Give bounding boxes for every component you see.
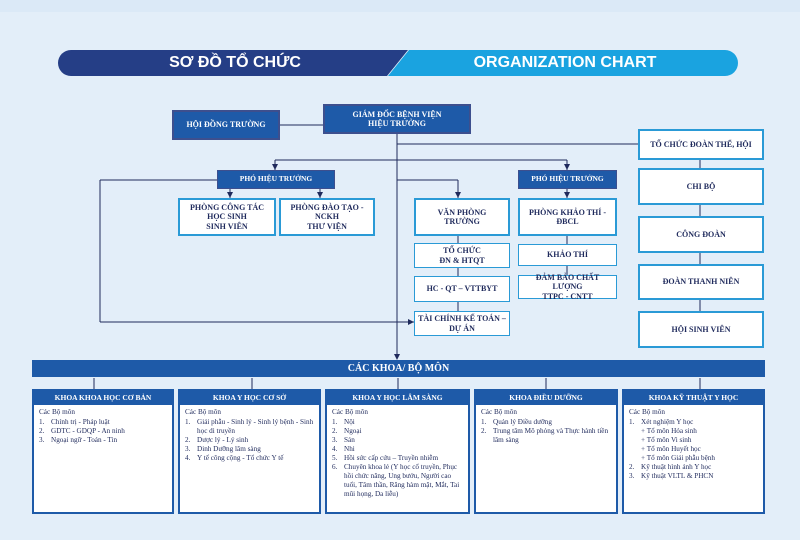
top-band — [0, 0, 800, 12]
list-item: 1.Nội — [332, 418, 355, 426]
list-item: 4.Y tế công cộng - Tổ chức Y tế — [185, 454, 284, 462]
list-item: 4.Nhi — [332, 445, 355, 453]
party-cell-box: CHI BỘ — [638, 168, 764, 205]
vice-rector-right-box: PHÓ HIỆU TRƯỞNG — [518, 170, 617, 189]
faculty-nursing: KHOA ĐIỀU DƯỠNG Các Bộ môn 1.Quản lý Điề… — [474, 389, 618, 514]
list-item: 1.Xét nghiệm Y học — [629, 418, 694, 426]
faculty-title: KHOA KHOA HỌC CƠ BẢN — [34, 391, 172, 405]
list-item: 3.Dinh Dưỡng lâm sàng — [185, 445, 261, 453]
faculty-title: KHOA KỸ THUẬT Y HỌC — [624, 391, 763, 405]
student-association-box: HỘI SINH VIÊN — [638, 311, 764, 348]
header-left-banner — [58, 50, 408, 76]
admin-box: HC - QT – VTTBYT — [414, 276, 510, 302]
list-item: 3.Kỹ thuật VLTL & PHCN — [629, 472, 714, 480]
list-item: + Tổ môn Giải phẫu bệnh — [641, 454, 715, 462]
list-item: 5.Hồi sức cấp cứu – Truyền nhiễm — [332, 454, 439, 462]
school-office-box: VĂN PHÒNG TRƯỜNG — [414, 198, 510, 236]
training-research-box: PHÒNG ĐÀO TẠO - NCKH THƯ VIỆN — [279, 198, 375, 236]
list-item: 1.Quản lý Điều dưỡng — [481, 418, 552, 426]
exam-office-box: PHÒNG KHẢO THÍ - ĐBCL — [518, 198, 617, 236]
list-item: 1.Chính trị - Pháp luật — [39, 418, 110, 426]
list-item: 1.Giải phẫu - Sinh lý - Sinh lý bệnh - S… — [185, 418, 314, 435]
list-item: 3.Ngoại ngữ - Toán - Tin — [39, 436, 118, 444]
departments-header: CÁC KHOA/ BỘ MÔN — [32, 360, 765, 377]
youth-union-box: ĐOÀN THANH NIÊN — [638, 264, 764, 300]
list-item: 2.Trung tâm Mô phỏng và Thực hành tiền l… — [481, 427, 609, 444]
title-vietnamese: SƠ ĐỒ TỔ CHỨC — [169, 54, 301, 71]
student-affairs-box: PHÒNG CÔNG TÁC HỌC SINH SINH VIÊN — [178, 198, 276, 236]
faculty-clinical-medicine: KHOA Y HỌC LÂM SÀNG Các Bộ môn 1.Nội 2.N… — [325, 389, 470, 514]
list-item: + Tổ môn Vi sinh — [641, 436, 692, 444]
unions-title-box: TỔ CHỨC ĐOÀN THỂ, HỘI — [638, 129, 764, 160]
faculty-intro: Các Bộ môn — [629, 408, 665, 416]
organization-box: TỔ CHỨC ĐN & HTQT — [414, 243, 510, 268]
faculty-intro: Các Bộ môn — [39, 408, 75, 416]
header-right-banner — [388, 50, 738, 76]
faculty-intro: Các Bộ môn — [332, 408, 368, 416]
list-item: 2.GDTC - GDQP - An ninh — [39, 427, 125, 435]
title-english: ORGANIZATION CHART — [473, 54, 657, 71]
list-item: 2.Ngoại — [332, 427, 362, 435]
faculty-intro: Các Bộ môn — [481, 408, 517, 416]
director-box: GIÁM ĐỐC BỆNH VIỆN HIỆU TRƯỞNG — [323, 104, 471, 134]
finance-box: TÀI CHÍNH KẾ TOÁN – DỰ ÁN — [414, 311, 510, 336]
list-item: 2.Dược lý - Lý sinh — [185, 436, 249, 444]
list-item: 6.Chuyên khoa lẻ (Y học cổ truyền, Phục … — [332, 463, 460, 498]
list-item: 3.Sản — [332, 436, 355, 444]
faculty-basic-sciences: KHOA KHOA HỌC CƠ BẢN Các Bộ môn 1.Chính … — [32, 389, 174, 514]
faculty-title: KHOA Y HỌC CƠ SỞ — [180, 391, 319, 405]
list-item: + Tổ môn Hóa sinh — [641, 427, 697, 435]
faculty-intro: Các Bộ môn — [185, 408, 221, 416]
faculty-title: KHOA ĐIỀU DƯỠNG — [476, 391, 616, 405]
list-item: 2.Kỹ thuật hình ảnh Y học — [629, 463, 712, 471]
quality-assurance-box: ĐẢM BẢO CHẤT LƯỢNG TTPC - CNTT — [518, 273, 617, 301]
faculty-title: KHOA Y HỌC LÂM SÀNG — [327, 391, 468, 405]
faculty-basic-medicine: KHOA Y HỌC CƠ SỞ Các Bộ môn 1.Giải phẫu … — [178, 389, 321, 514]
list-item: + Tổ môn Huyết học — [641, 445, 701, 453]
exam-box: KHẢO THÍ — [518, 244, 617, 266]
school-council-box: HỘI ĐỒNG TRƯỜNG — [172, 110, 280, 140]
trade-union-box: CÔNG ĐOÀN — [638, 216, 764, 253]
vice-rector-left-box: PHÓ HIỆU TRƯỞNG — [217, 170, 335, 189]
faculty-medical-technology: KHOA KỸ THUẬT Y HỌC Các Bộ môn 1.Xét ngh… — [622, 389, 765, 514]
